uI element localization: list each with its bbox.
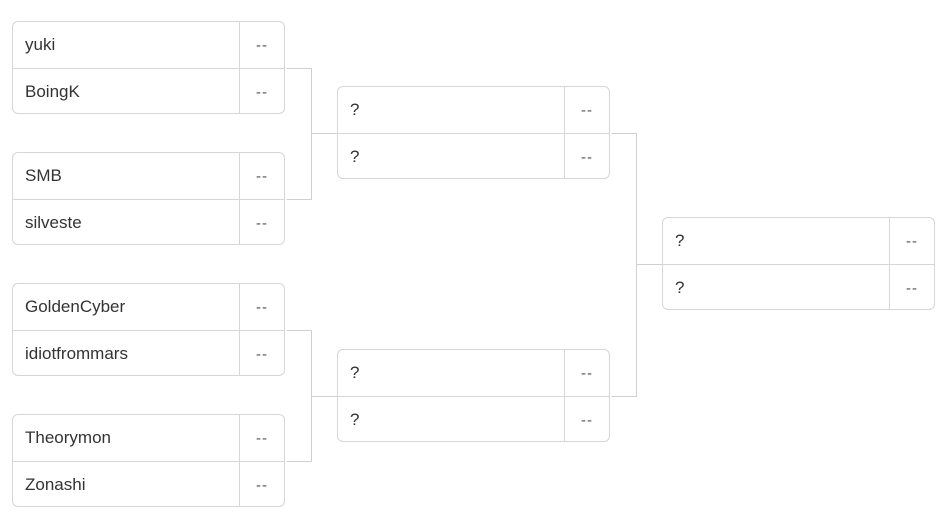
connector-r1m4-to-r2m2 bbox=[286, 396, 312, 462]
participant-name: yuki bbox=[25, 35, 56, 54]
participant-name: ? bbox=[350, 147, 360, 166]
participant-name: Theorymon bbox=[25, 428, 111, 447]
participant-name: GoldenCyber bbox=[25, 297, 126, 316]
participant-name: ? bbox=[675, 278, 685, 297]
participant-slot[interactable]: ? -- bbox=[338, 350, 609, 396]
participant-name: silveste bbox=[25, 213, 82, 232]
match-r3-1: ? -- ? -- bbox=[662, 217, 935, 310]
participant-score: -- bbox=[239, 331, 284, 375]
participant-slot[interactable]: ? -- bbox=[663, 264, 934, 309]
participant-name: ? bbox=[350, 410, 360, 429]
participant-slot[interactable]: Theorymon -- bbox=[13, 415, 284, 461]
participant-name: SMB bbox=[25, 166, 62, 185]
participant-slot[interactable]: idiotfrommars -- bbox=[13, 330, 284, 375]
participant-score: -- bbox=[239, 200, 284, 244]
participant-slot[interactable]: silveste -- bbox=[13, 199, 284, 244]
participant-slot[interactable]: yuki -- bbox=[13, 22, 284, 68]
participant-name: ? bbox=[350, 363, 360, 382]
connector-r2m2-to-r3m1 bbox=[611, 264, 637, 397]
participant-score: -- bbox=[239, 69, 284, 113]
participant-score: -- bbox=[564, 350, 609, 396]
connector-r1m3-to-r2m2 bbox=[286, 330, 338, 397]
participant-score: -- bbox=[889, 218, 934, 264]
match-r1-2: SMB -- silveste -- bbox=[12, 152, 285, 245]
participant-slot[interactable]: SMB -- bbox=[13, 153, 284, 199]
participant-name: BoingK bbox=[25, 82, 80, 101]
participant-score: -- bbox=[239, 284, 284, 330]
participant-score: -- bbox=[889, 265, 934, 309]
match-r1-4: Theorymon -- Zonashi -- bbox=[12, 414, 285, 507]
connector-r2m1-to-r3m1 bbox=[611, 133, 663, 265]
participant-slot[interactable]: ? -- bbox=[338, 133, 609, 178]
participant-slot[interactable]: ? -- bbox=[338, 87, 609, 133]
participant-score: -- bbox=[564, 134, 609, 178]
participant-slot[interactable]: ? -- bbox=[338, 396, 609, 441]
match-r1-3: GoldenCyber -- idiotfrommars -- bbox=[12, 283, 285, 376]
participant-score: -- bbox=[239, 462, 284, 506]
participant-slot[interactable]: Zonashi -- bbox=[13, 461, 284, 506]
participant-name: idiotfrommars bbox=[25, 344, 128, 363]
participant-name: ? bbox=[675, 231, 685, 250]
participant-slot[interactable]: BoingK -- bbox=[13, 68, 284, 113]
match-r2-2: ? -- ? -- bbox=[337, 349, 610, 442]
connector-r1m1-to-r2m1 bbox=[286, 68, 338, 134]
participant-slot[interactable]: ? -- bbox=[663, 218, 934, 264]
participant-score: -- bbox=[564, 87, 609, 133]
participant-score: -- bbox=[239, 153, 284, 199]
match-r1-1: yuki -- BoingK -- bbox=[12, 21, 285, 114]
match-r2-1: ? -- ? -- bbox=[337, 86, 610, 179]
connector-r1m2-to-r2m1 bbox=[286, 133, 312, 200]
participant-name: ? bbox=[350, 100, 360, 119]
participant-score: -- bbox=[564, 397, 609, 441]
participant-name: Zonashi bbox=[25, 475, 86, 494]
participant-score: -- bbox=[239, 22, 284, 68]
participant-slot[interactable]: GoldenCyber -- bbox=[13, 284, 284, 330]
participant-score: -- bbox=[239, 415, 284, 461]
